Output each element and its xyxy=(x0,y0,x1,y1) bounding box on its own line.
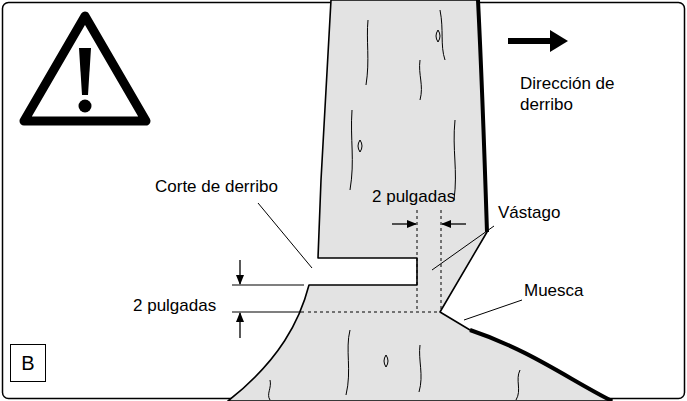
direction-arrowhead xyxy=(550,30,568,52)
bark-edge xyxy=(470,330,612,401)
bark-grain xyxy=(269,10,520,400)
notch-label: Muesca xyxy=(524,280,584,301)
direction-label: Dirección de derribo xyxy=(520,73,640,115)
dimension-arrow xyxy=(442,223,466,224)
warning-exclamation xyxy=(79,48,91,95)
panel-letter: B xyxy=(21,352,34,374)
leader-line xyxy=(464,300,522,320)
hinge-label: Vástago xyxy=(498,202,560,223)
warning-triangle xyxy=(24,16,146,121)
dimension-line xyxy=(232,284,304,285)
dimension-arrow xyxy=(239,313,240,338)
warning-dot xyxy=(79,100,92,113)
leader-line xyxy=(258,203,312,268)
tree-trunk xyxy=(228,0,612,401)
panel-letter-box: B xyxy=(10,344,46,382)
dimension-label: 2 pulgadas xyxy=(133,295,216,316)
dimension-arrow xyxy=(239,260,240,284)
guide-lines xyxy=(308,210,441,312)
dimension-arrow xyxy=(392,223,416,224)
bark-edge xyxy=(478,0,487,232)
dimension-label: 2 pulgadas xyxy=(372,186,455,207)
leader-line xyxy=(432,226,494,270)
cut-label: Corte de derribo xyxy=(155,176,278,197)
direction-arrow xyxy=(508,38,553,44)
dimension-line xyxy=(232,311,304,312)
